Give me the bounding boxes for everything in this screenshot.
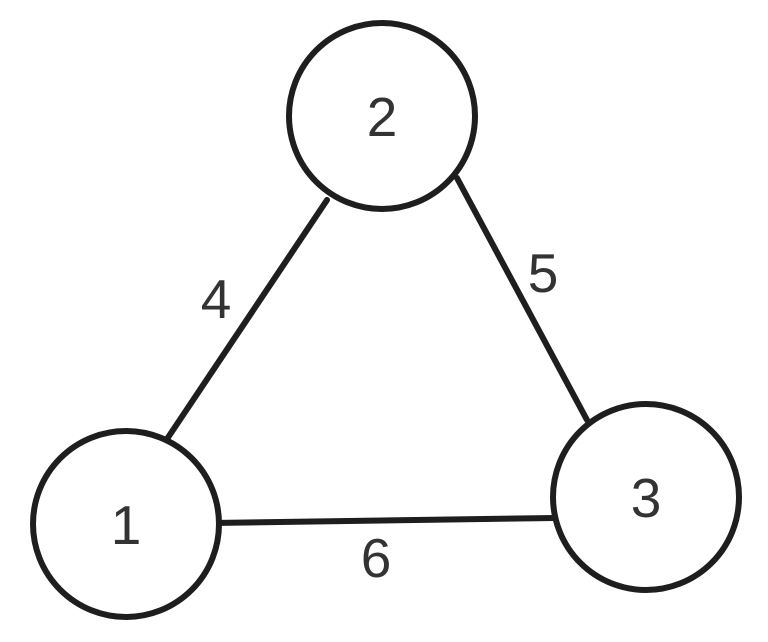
node-label: 3 — [631, 467, 662, 529]
edge-weight-label: 6 — [361, 527, 392, 589]
node-label: 1 — [111, 494, 142, 556]
node-circle — [550, 401, 742, 593]
node-layer: 1 2 3 — [30, 20, 742, 620]
node-circle — [30, 428, 222, 620]
edge-2-3 — [454, 175, 590, 423]
graph-node-3: 3 — [550, 401, 742, 593]
graph-node-1: 1 — [30, 428, 222, 620]
edge-weight-label: 5 — [528, 242, 559, 304]
edge-1-2 — [164, 197, 330, 442]
node-circle — [286, 20, 478, 212]
edge-label-layer: 4 5 6 — [201, 242, 559, 589]
graph-node-2: 2 — [286, 20, 478, 212]
node-label: 2 — [367, 86, 398, 148]
edge-1-3 — [209, 515, 558, 526]
edge-weight-label: 4 — [201, 268, 232, 330]
edge-layer — [164, 175, 590, 526]
